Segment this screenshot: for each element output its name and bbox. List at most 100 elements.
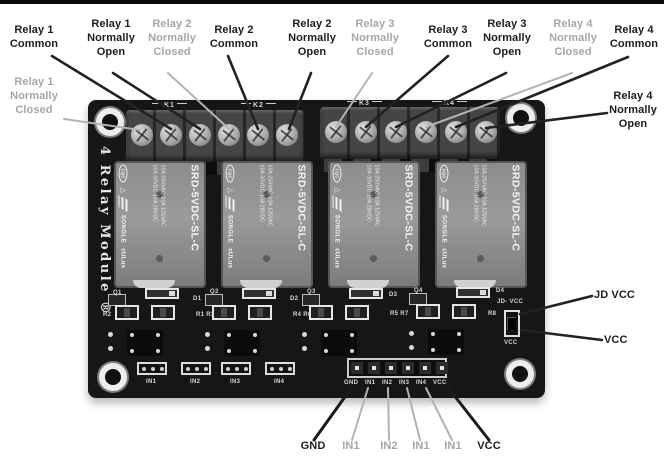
songle-stripes-logo (439, 195, 449, 213)
screw-relay3-nc (325, 121, 347, 143)
callout-relay2-no: Relay 2 Normally Open (288, 18, 336, 58)
screw-relay4-no (475, 121, 497, 143)
songle-stripes-logo (225, 195, 235, 213)
relay-clip (240, 280, 282, 288)
relay-rivet (263, 255, 270, 262)
screw-relay2-no (276, 124, 298, 146)
relay-model-text: SRD-5VDC-SL-C (509, 164, 522, 252)
relay-rating-2: 10A 30VDC 10A 28VDC (366, 164, 372, 222)
relay-model-text: SRD-5VDC-SL-C (295, 164, 308, 252)
terminal-block-right (320, 107, 500, 159)
screw-relay1-com (160, 124, 182, 146)
callout-relay3-no: Relay 3 Normally Open (483, 18, 531, 58)
callout-relay1-nc: Relay 1 Normally Closed (10, 76, 58, 116)
diode-d2 (242, 288, 276, 299)
pin-gnd (351, 362, 363, 374)
silk-d1: D1 (193, 296, 202, 302)
resistor (248, 305, 272, 320)
relay-rivet (370, 191, 377, 198)
relay-brand: SONGLE (120, 214, 126, 244)
silk-in4: IN4 (274, 379, 285, 385)
silk-q1: Q1 (113, 290, 122, 296)
pin-in1 (368, 362, 380, 374)
solder-pad (205, 346, 210, 351)
silk-q4: Q4 (414, 288, 423, 294)
relay-model-text: SRD-5VDC-SL-C (188, 164, 201, 252)
callout-vcc-right: VCC (604, 334, 628, 346)
screw-relay1-nc (131, 124, 153, 146)
relay-3: SRD-5VDC-SL-C 10A 250VAC 10A 125VAC 10A … (328, 161, 420, 288)
silk-k3: K3 (345, 100, 384, 107)
silk-d2: D2 (290, 296, 299, 302)
jumper-cap (507, 317, 516, 330)
silk-header-in3: IN3 (399, 380, 410, 386)
resistor (345, 305, 369, 320)
pin-vcc (436, 362, 448, 374)
terminal-block-left (126, 110, 304, 162)
relay-clip (347, 280, 389, 288)
ul-mark: cULus (119, 248, 127, 269)
callout-gnd: GND (300, 440, 326, 452)
screw-relay4-nc (415, 121, 437, 143)
optocoupler-1 (127, 330, 163, 356)
warning-triangle-icon: △ (119, 187, 127, 193)
silk-in2: IN2 (190, 379, 201, 385)
callout-in1-a: IN1 (342, 440, 360, 452)
solder-pad (409, 331, 414, 336)
silk-in3: IN3 (230, 379, 241, 385)
callout-relay2-common: Relay 2 Common (209, 24, 259, 50)
callout-relay4-common: Relay 4 Common (609, 24, 659, 50)
silk-header-gnd: GND (344, 380, 359, 386)
relay-rivet (156, 191, 163, 198)
resistor (212, 305, 236, 320)
resistor (151, 305, 175, 320)
relay-clip (133, 280, 175, 288)
cqc-logo: CQC (118, 164, 128, 183)
callout-jd-vcc: JD VCC (594, 289, 635, 301)
screw-relay2-nc (218, 124, 240, 146)
relay-brand: SONGLE (227, 214, 233, 244)
silk-q3: Q3 (307, 289, 316, 295)
mounting-hole-bottom-right (506, 360, 534, 388)
silk-vcc: VCC (504, 340, 518, 346)
diode-d3 (349, 288, 383, 299)
mounting-hole-top-right (507, 104, 535, 132)
solder-pad (108, 346, 113, 351)
relay-rating-1: 10A 250VAC 10A 125VAC (373, 164, 380, 227)
callout-relay4-nc: Relay 4 Normally Closed (549, 18, 597, 58)
callout-relay4-no: Relay 4 Normally Open (609, 90, 657, 130)
pcb-board: K1 K2 K3 K4 4 Relay Module ® (88, 100, 545, 398)
silk-jd-vcc: JD- VCC (497, 299, 524, 305)
resistor (115, 305, 139, 320)
mounting-hole-top-left (96, 108, 124, 136)
callout-relay1-common: Relay 1 Common (9, 24, 59, 50)
relay-2: SRD-5VDC-SL-C 10A 250VAC 10A 125VAC 10A … (221, 161, 313, 288)
screw-relay4-com (445, 121, 467, 143)
silk-d4: D4 (496, 288, 505, 294)
relay-brand: SONGLE (441, 214, 447, 244)
screw-relay3-no (385, 121, 407, 143)
relay-rivet (477, 255, 484, 262)
silk-header-in4: IN4 (416, 380, 427, 386)
silk-d3: D3 (389, 292, 398, 298)
pin-in3 (402, 362, 414, 374)
callout-in1-b: IN1 (412, 440, 430, 452)
relay-clip (454, 280, 496, 288)
callout-in1-c: IN1 (444, 440, 462, 452)
relay-rivet (370, 255, 377, 262)
relay-rating-2: 10A 30VDC 10A 28VDC (259, 164, 265, 222)
diode-d1 (145, 288, 179, 299)
relay-rating-1: 10A 250VAC 10A 125VAC (159, 164, 166, 227)
callout-relay2-nc: Relay 2 Normally Closed (148, 18, 196, 58)
relay-rivet (263, 191, 270, 198)
silk-in1: IN1 (146, 379, 157, 385)
optocoupler-2 (224, 330, 260, 356)
pin-in4 (419, 362, 431, 374)
ul-mark: cULus (440, 248, 448, 269)
optocoupler-3 (321, 330, 357, 356)
in4-component (265, 362, 295, 375)
ul-mark: cULus (226, 248, 234, 269)
image-top-border (0, 0, 664, 4)
resistor (452, 304, 476, 319)
silk-header-in1: IN1 (365, 380, 376, 386)
